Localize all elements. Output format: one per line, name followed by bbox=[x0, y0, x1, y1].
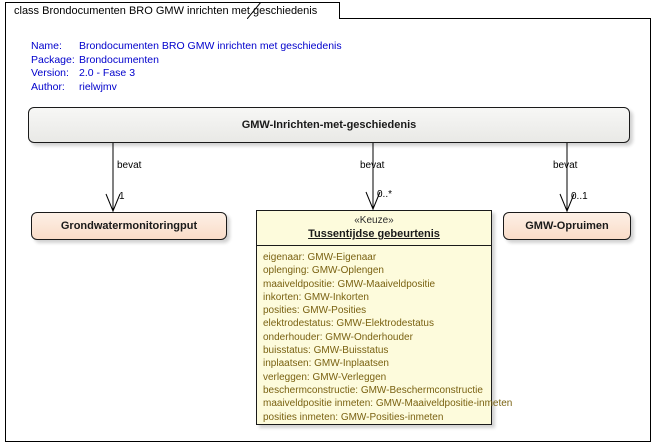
metadata-package-key: Package: bbox=[31, 53, 75, 66]
diagram-title-tab: class Brondocumenten BRO GMW inrichten m… bbox=[5, 2, 341, 19]
class-name-right: GMW-Opruimen bbox=[525, 220, 609, 232]
diagram-metadata: Name: Brondocumenten BRO GMW inrichten m… bbox=[31, 40, 342, 94]
attribute-item: maaiveldpositie inmeten: GMW-Maaiveldpos… bbox=[263, 398, 513, 410]
attribute-item: verleggen: GMW-Verleggen bbox=[263, 371, 387, 383]
diagram-tab-corner bbox=[247, 2, 263, 19]
class-box-gmw-inrichten-met-geschiedenis[interactable]: GMW-Inrichten-met-geschiedenis bbox=[28, 107, 630, 143]
connector-multiplicity-middle: 0..* bbox=[377, 189, 393, 200]
connector-label-middle: bevat bbox=[360, 160, 385, 171]
connector-multiplicity-right: 0..1 bbox=[571, 191, 588, 202]
metadata-row-author: Author: rielwjmv bbox=[31, 81, 342, 95]
metadata-version-value: 2.0 - Fase 3 bbox=[79, 67, 136, 79]
connector-label-left: bevat bbox=[117, 160, 142, 171]
metadata-row-version: Version: 2.0 - Fase 3 bbox=[31, 67, 342, 81]
metadata-name-key: Name: bbox=[31, 40, 62, 52]
attribute-item: posities: GMW-Posities bbox=[263, 305, 367, 317]
class-name-root: GMW-Inrichten-met-geschiedenis bbox=[241, 119, 417, 131]
attribute-item: buisstatus: GMW-Buisstatus bbox=[263, 345, 389, 357]
attribute-item: beschermconstructie: GMW-Beschermconstru… bbox=[263, 384, 483, 396]
metadata-row-name: Name: Brondocumenten BRO GMW inrichten m… bbox=[31, 40, 342, 54]
class-header-choice: «Keuze» Tussentijdse gebeurtenis bbox=[257, 211, 491, 246]
metadata-row-package: Package: Brondocumenten bbox=[31, 54, 342, 68]
attribute-item: elektrodestatus: GMW-Elektrodestatus bbox=[263, 318, 434, 330]
class-name-choice: Tussentijdse gebeurtenis bbox=[308, 228, 440, 240]
diagram-title-text: class Brondocumenten BRO GMW inrichten m… bbox=[14, 5, 318, 17]
attribute-item: inplaatsen: GMW-Inplaatsen bbox=[263, 358, 389, 370]
connector-multiplicity-left: 1 bbox=[119, 191, 125, 202]
attribute-item: inkorten: GMW-Inkorten bbox=[263, 291, 369, 303]
class-box-tussentijdse-gebeurtenis[interactable]: «Keuze» Tussentijdse gebeurtenis eigenaa… bbox=[256, 210, 513, 428]
metadata-name-value: Brondocumenten BRO GMW inrichten met ges… bbox=[79, 40, 342, 52]
class-attribute-list: eigenaar: GMW-Eigenaar oplenging: GMW-Op… bbox=[257, 246, 513, 428]
class-name-left: Grondwatermonitoringput bbox=[60, 220, 198, 232]
class-box-gmw-opruimen[interactable]: GMW-Opruimen bbox=[503, 212, 631, 240]
metadata-version-key: Version: bbox=[31, 67, 69, 79]
connector-label-right: bevat bbox=[553, 160, 578, 171]
attribute-item: eigenaar: GMW-Eigenaar bbox=[263, 252, 377, 263]
class-box-grondwatermonitoringput[interactable]: Grondwatermonitoringput bbox=[31, 212, 227, 240]
attribute-item: onderhouder: GMW-Onderhouder bbox=[263, 331, 413, 343]
metadata-author-value: rielwjmv bbox=[79, 80, 117, 93]
attribute-item: oplenging: GMW-Oplengen bbox=[263, 265, 384, 277]
attribute-item: maaiveldpositie: GMW-Maaiveldpositie bbox=[263, 278, 436, 290]
attribute-item: posities inmeten: GMW-Posities-inmeten bbox=[263, 411, 444, 423]
class-stereotype-keuze: «Keuze» bbox=[354, 215, 394, 226]
metadata-package-value: Brondocumenten bbox=[79, 53, 159, 66]
metadata-author-key: Author: bbox=[31, 80, 65, 93]
